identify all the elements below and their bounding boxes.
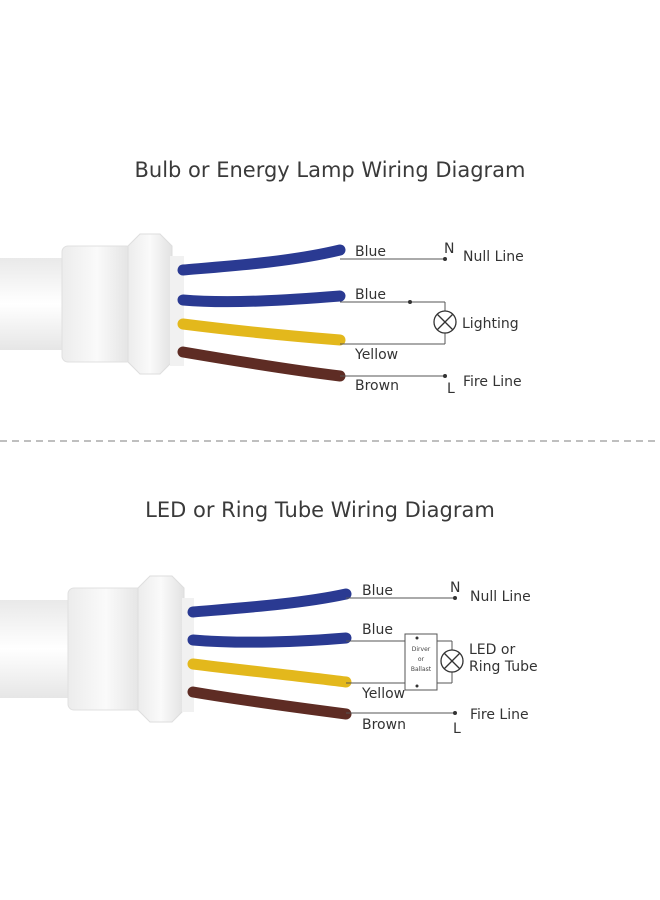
- neutral-label: Null Line: [463, 249, 524, 265]
- wire-label: Blue: [355, 287, 386, 303]
- diagram-2-title: LED or Ring Tube Wiring Diagram: [145, 498, 495, 522]
- diagram-2-cable: [0, 575, 194, 723]
- driver-text: or: [418, 656, 425, 663]
- live-label: Fire Line: [463, 374, 522, 390]
- load-label-line-1: LED or: [469, 642, 515, 658]
- wire-blue-2: [177, 290, 346, 308]
- neutral-symbol: N: [450, 580, 460, 596]
- wire-label: Yellow: [354, 347, 398, 363]
- load-label: Lighting: [462, 316, 519, 332]
- wire-label: Blue: [362, 622, 393, 638]
- load-label-line-2: Ring Tube: [469, 659, 538, 675]
- lamp-symbol-icon: [433, 310, 457, 334]
- live-symbol: L: [447, 381, 455, 397]
- wire-yellow: [187, 658, 352, 688]
- wire-blue-2: [187, 632, 352, 648]
- wire-blue-1: [177, 244, 346, 276]
- diagram-1-title: Bulb or Energy Lamp Wiring Diagram: [134, 158, 525, 182]
- driver-ballast-box: Dirver or Ballast: [404, 633, 438, 691]
- wire-label: Yellow: [361, 686, 405, 702]
- cable-boot: [61, 245, 133, 363]
- diagram-2: LED or Ring Tube Wiring Diagram: [0, 498, 538, 737]
- diagram-1-cable: [0, 233, 184, 375]
- diagram-1: Bulb or Energy Lamp Wiring Diagram: [0, 158, 526, 397]
- cable-jacket: [0, 600, 80, 698]
- cable-collar: [127, 233, 173, 375]
- terminal-dot: [408, 300, 412, 304]
- terminal-dot: [443, 257, 447, 261]
- wire-label: Brown: [362, 717, 406, 733]
- terminal-dot: [453, 596, 457, 600]
- live-symbol: L: [453, 721, 461, 737]
- wire-brown: [177, 346, 346, 382]
- wire-label: Brown: [355, 378, 399, 394]
- neutral-label: Null Line: [470, 589, 531, 605]
- live-label: Fire Line: [470, 707, 529, 723]
- terminal-dot: [453, 711, 457, 715]
- lamp-symbol-icon: [440, 649, 464, 673]
- wire-label: Blue: [355, 244, 386, 260]
- terminal-dot: [443, 374, 447, 378]
- cable-collar: [137, 575, 185, 723]
- cable-end: [182, 598, 194, 712]
- driver-text: Dirver: [412, 646, 431, 653]
- wire-brown: [187, 686, 352, 720]
- cable-end: [170, 256, 184, 366]
- wire-yellow: [177, 318, 346, 346]
- wire-blue-1: [187, 588, 352, 618]
- wire-label: Blue: [362, 583, 393, 599]
- diagram-1-circuit: [340, 258, 446, 377]
- neutral-symbol: N: [444, 241, 454, 257]
- cable-boot: [67, 587, 145, 711]
- driver-text: Ballast: [411, 666, 432, 673]
- diagram-2-circuit: [346, 597, 455, 714]
